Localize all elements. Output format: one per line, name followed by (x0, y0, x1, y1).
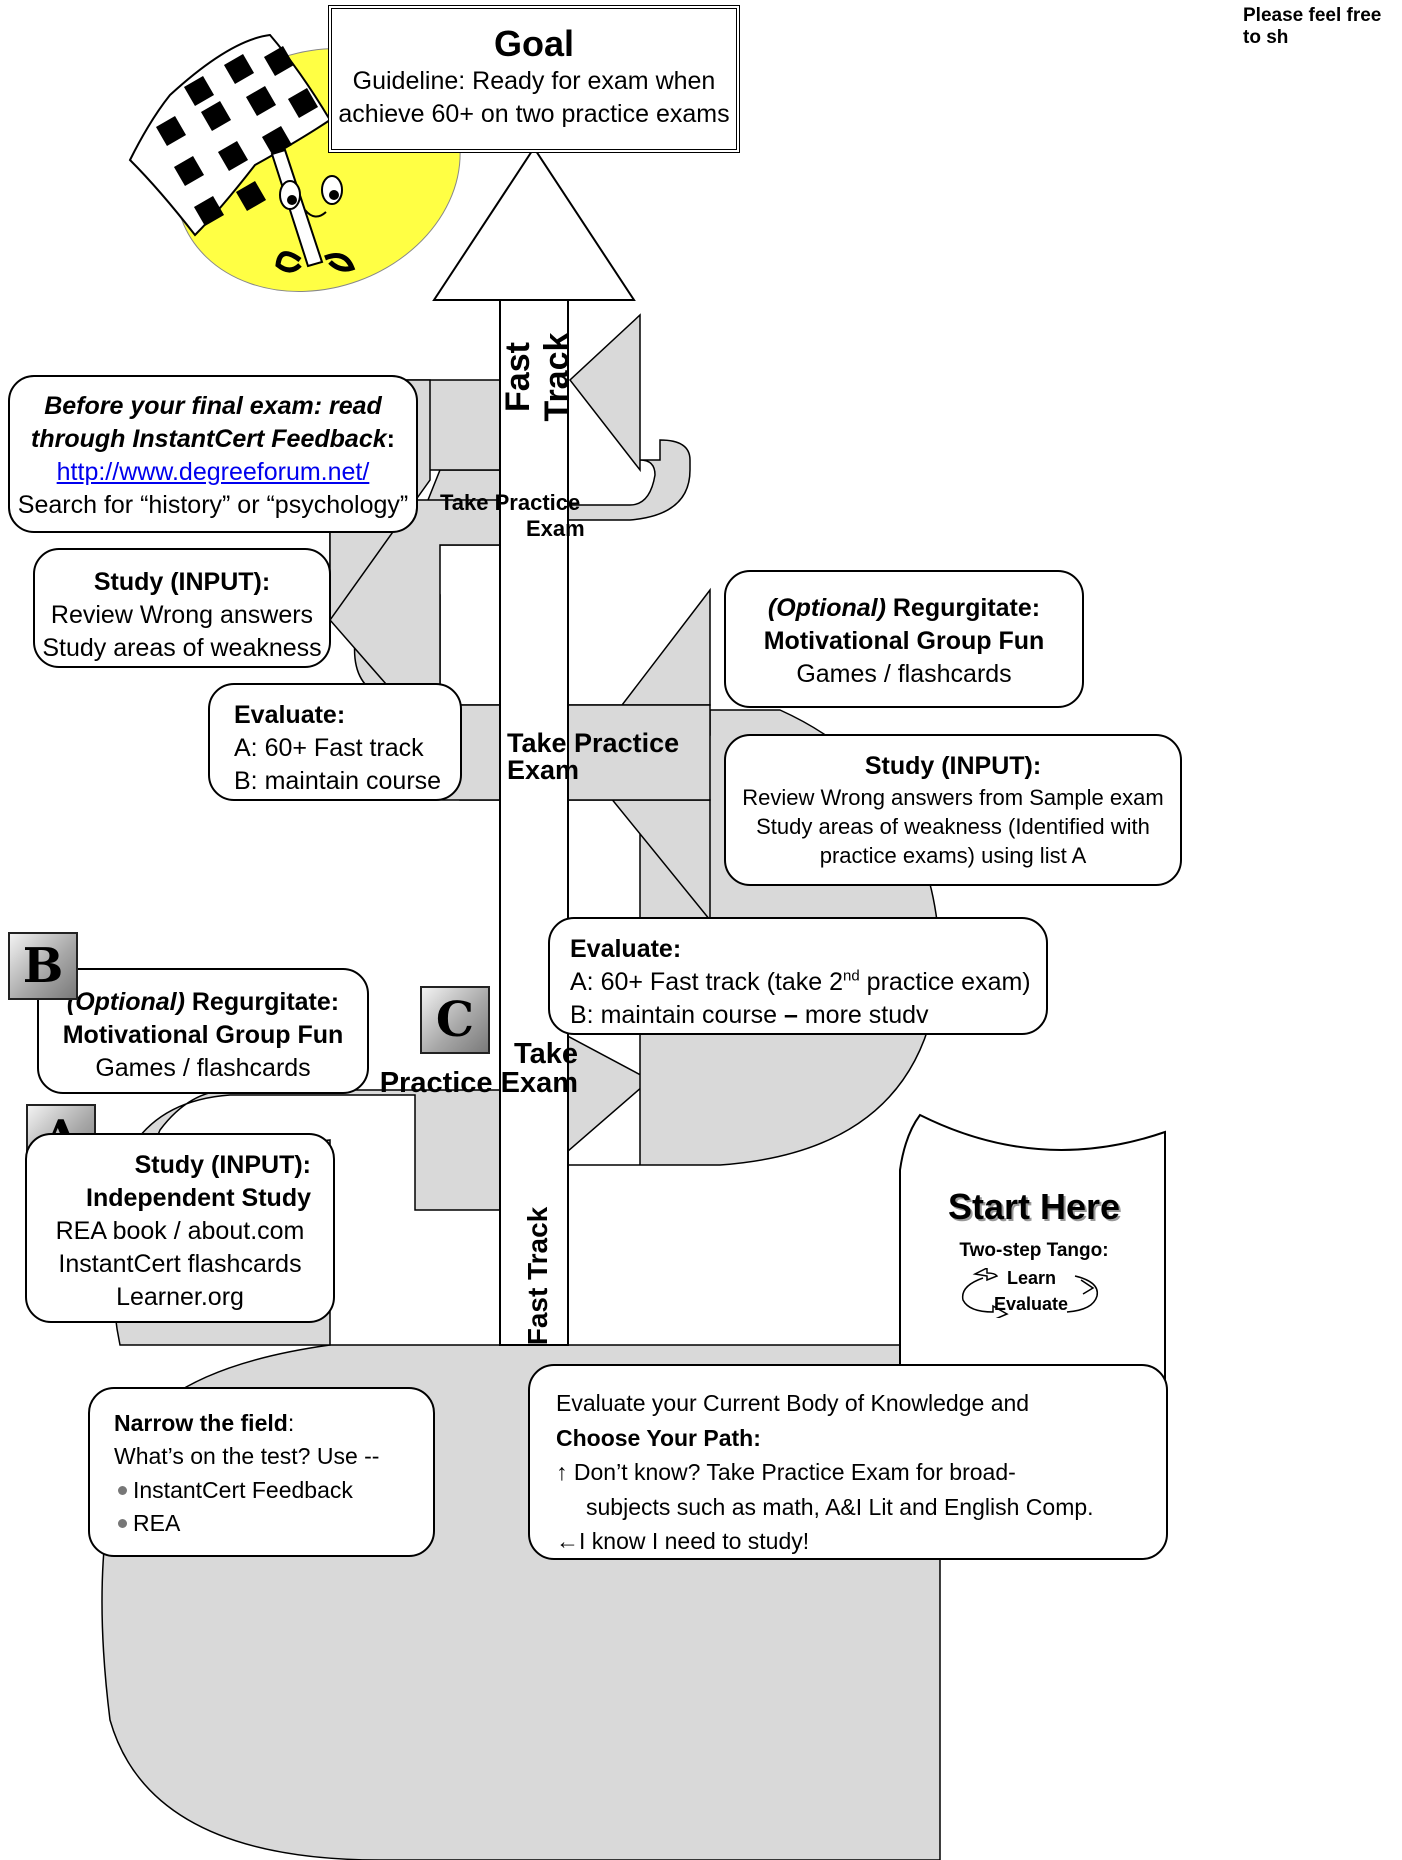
study-line: Review Wrong answers (50, 601, 314, 629)
narrow-colon: : (287, 1410, 295, 1436)
fast-track-label: Fast Track (522, 1206, 553, 1346)
optional-regurgitate-box: (Optional) Regurgitate: Motivational Gro… (724, 570, 1084, 708)
narrow-field-box: Narrow the field: What’s on the test? Us… (88, 1387, 435, 1557)
study-a-box: Study (INPUT): Independent Study REA boo… (25, 1133, 335, 1323)
badge-c-icon: C (420, 986, 490, 1054)
narrow-title: Narrow the field (114, 1410, 288, 1436)
center-column (499, 299, 569, 1346)
optional-label: (Optional) (767, 594, 886, 622)
before-final-box: Before your final exam: read through Ins… (8, 375, 418, 533)
fast-track-label: Fast Track (499, 332, 576, 422)
study-line: practice exams) using list A (819, 843, 1087, 869)
take-practice-label: Take Practice Exam (507, 730, 679, 784)
group-fun-label: Motivational Group Fun (62, 1021, 344, 1049)
checkered-flag-icon (128, 33, 356, 273)
games-label: Games / flashcards (796, 660, 1012, 688)
games-label: Games / flashcards (95, 1054, 311, 1082)
optional-label: (Optional) (66, 988, 185, 1016)
fast-track-arrow-icon (432, 146, 636, 301)
choose-left-line: I know I need to study! (579, 1528, 810, 1554)
before-final-search: Search for “history” or “psychology” (17, 491, 409, 519)
take-practice-line: Exam (507, 755, 580, 785)
take-practice-label: Take Practice Exam (372, 1040, 578, 1098)
bullet-icon (118, 1485, 127, 1495)
take-practice-line: Take Practice (440, 490, 581, 515)
tango-evaluate: Evaluate (994, 1294, 1069, 1314)
evaluate-line: practice exam) (859, 968, 1031, 996)
choose-up-line: Don’t know? Take Practice Exam for broad… (573, 1459, 1016, 1485)
choose-line: Evaluate your Current Body of Knowledge … (556, 1390, 1030, 1416)
evaluate-line: B: maintain course (570, 1001, 784, 1029)
evaluate-line: B: maintain course (234, 767, 442, 795)
evaluate-line: more studv (797, 1001, 929, 1029)
badge-b-icon: B (8, 932, 78, 1000)
regurgitate-label: Regurgitate: (184, 988, 340, 1016)
choose-title: Choose Your Path: (556, 1424, 761, 1451)
study-line: REA book / about.com (55, 1217, 305, 1245)
study-title: Study (INPUT): (864, 752, 1042, 780)
evaluate-title: Evaluate: (234, 701, 346, 729)
degreeforum-link[interactable]: http://www.degreeforum.net/ (56, 458, 370, 486)
study-line: InstantCert flashcards (58, 1250, 302, 1278)
choose-up-line: subjects such as math, A&I Lit and Engli… (586, 1493, 1094, 1520)
tango-learn: Learn (1007, 1268, 1057, 1288)
goal-line: Guideline: Ready for exam when (352, 67, 716, 95)
up-arrow-icon: ↑ (556, 1459, 568, 1485)
study-line: Study areas of weakness (Identified with (756, 814, 1150, 840)
take-practice-line: Practice Exam (379, 1067, 578, 1099)
study-line: Study areas of weakness (42, 634, 322, 662)
evaluate-box: Evaluate: A: 60+ Fast track (take 2nd pr… (548, 917, 1048, 1035)
dash: – (784, 1001, 798, 1029)
start-here-title: Start Here (947, 1186, 1121, 1227)
take-practice-line: Take (514, 1038, 578, 1070)
study-box: Study (INPUT): Review Wrong answers from… (724, 734, 1182, 886)
study-title: Study (INPUT): (134, 1151, 311, 1179)
study-subtitle: Independent Study (86, 1184, 311, 1212)
evaluate-box: Evaluate: A: 60+ Fast track B: maintain … (208, 683, 462, 801)
goal-box: Goal Guideline: Ready for exam when achi… (328, 5, 740, 153)
narrow-line: What’s on the test? Use -- (114, 1443, 380, 1470)
narrow-bullet: InstantCert Feedback (133, 1476, 353, 1503)
goal-line: achieve 60+ on two practice exams (338, 99, 730, 128)
study-line: Learner.org (116, 1283, 244, 1311)
group-fun-label: Motivational Group Fun (763, 627, 1045, 655)
before-final-line: through InstantCert Feedback (31, 425, 387, 453)
take-practice-line: Exam (526, 516, 585, 542)
choose-path-box: Evaluate your Current Body of Knowledge … (528, 1364, 1168, 1560)
narrow-bullet: REA (133, 1510, 181, 1537)
tango-cycle-icon (955, 1266, 1105, 1321)
regurgitate-label: Regurgitate: (885, 594, 1041, 622)
before-final-line: Before your final exam: read (44, 392, 382, 420)
study-title: Study (INPUT): (93, 568, 271, 596)
ordinal-suffix: nd (843, 967, 860, 985)
optional-regurgitate-box: (Optional) Regurgitate: Motivational Gro… (37, 968, 369, 1094)
take-practice-line: Take Practice (507, 728, 680, 758)
before-final-colon: : (386, 425, 395, 453)
bullet-icon (118, 1519, 127, 1529)
evaluate-line: A: 60+ Fast track (234, 734, 424, 762)
evaluate-title: Evaluate: (570, 935, 682, 963)
evaluate-line: A: 60+ Fast track (take 2 (570, 968, 844, 996)
study-line: Review Wrong answers from Sample exam (742, 785, 1164, 810)
take-practice-label: Take Practice Exam (440, 490, 585, 543)
study-box: Study (INPUT): Review Wrong answers Stud… (33, 548, 331, 668)
corner-note: Please feel free to sh (1243, 5, 1382, 48)
goal-title: Goal (493, 23, 574, 64)
left-arrow-icon: ← (556, 1528, 579, 1554)
start-here-subtitle: Two-step Tango: (959, 1240, 1109, 1261)
